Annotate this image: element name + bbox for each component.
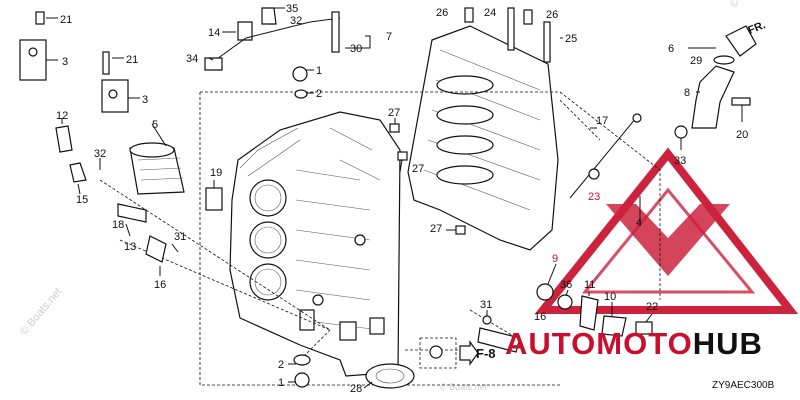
callout-label: 35: [286, 3, 298, 15]
callout-label: 31: [480, 299, 492, 311]
callout-label: 12: [56, 110, 68, 122]
brand-part-moto: MOTO: [596, 326, 693, 361]
brand-part-hub: HUB: [692, 326, 763, 361]
callout-label: 25: [565, 33, 577, 45]
callout-label: 32: [290, 15, 302, 27]
callout-label: 5: [152, 119, 158, 131]
callout-label: 17: [596, 115, 608, 127]
callout-label: 31: [174, 231, 186, 243]
callout-label: 6: [668, 43, 674, 55]
leader-lines: [46, 7, 743, 389]
callout-label: 34: [186, 53, 198, 65]
callout-label: 4: [636, 217, 642, 229]
callout-label: 28: [350, 383, 362, 395]
assembly-lines: [99, 91, 661, 386]
callout-label: 3: [142, 94, 148, 106]
callout-labels: 21 3 21 3 12 5 32 15 18 13 31 16 19 35 3…: [56, 3, 748, 395]
callout-label: 20: [736, 129, 748, 141]
callout-label: 14: [208, 27, 220, 39]
callout-label: 21: [126, 54, 138, 66]
callout-label: 19: [210, 167, 222, 179]
callout-label: 24: [484, 7, 496, 19]
callout-label: 9: [552, 253, 558, 265]
callout-label: 1: [278, 377, 284, 389]
callout-label: 10: [604, 291, 616, 303]
brand-logo-triangle: [534, 147, 799, 314]
callout-label: 2: [278, 359, 284, 371]
callout-label: 16: [534, 311, 546, 323]
callout-label: 2: [316, 88, 322, 100]
watermark-bottom: © Boats.net: [440, 382, 488, 392]
small-parts: [19, 7, 757, 389]
callout-label: 13: [124, 241, 136, 253]
callout-label: 30: [350, 43, 362, 55]
callout-label: 11: [584, 279, 595, 291]
callout-label: 8: [684, 87, 690, 99]
callout-label: 23: [588, 191, 600, 203]
callout-label: 26: [436, 7, 448, 19]
callout-label: 15: [76, 194, 88, 206]
diagram-code: ZY9AEC300B: [712, 380, 775, 391]
callout-label: 32: [94, 148, 106, 160]
callout-label: 1: [316, 65, 322, 77]
callout-label: 36: [560, 279, 572, 291]
brand-logo-text: AUTOMOTOHUB: [505, 326, 763, 362]
callout-label: 26: [546, 9, 558, 21]
callout-label: 16: [154, 279, 166, 291]
brand-part-auto: AUTO: [505, 326, 597, 361]
callout-label: 27: [388, 107, 400, 119]
callout-label: 22: [646, 301, 658, 313]
callout-label: 21: [60, 14, 72, 26]
callout-label: 7: [386, 31, 392, 43]
cylinder-block: [229, 111, 401, 377]
callout-label: 29: [690, 55, 702, 67]
callout-label: 18: [112, 219, 124, 231]
callout-label: 33: [674, 155, 686, 167]
callout-label: 3: [62, 56, 68, 68]
callout-label: 27: [412, 163, 424, 175]
callout-label: 27: [430, 223, 442, 235]
crankcase: [407, 25, 559, 251]
figure-reference-label: F-8: [476, 346, 496, 361]
